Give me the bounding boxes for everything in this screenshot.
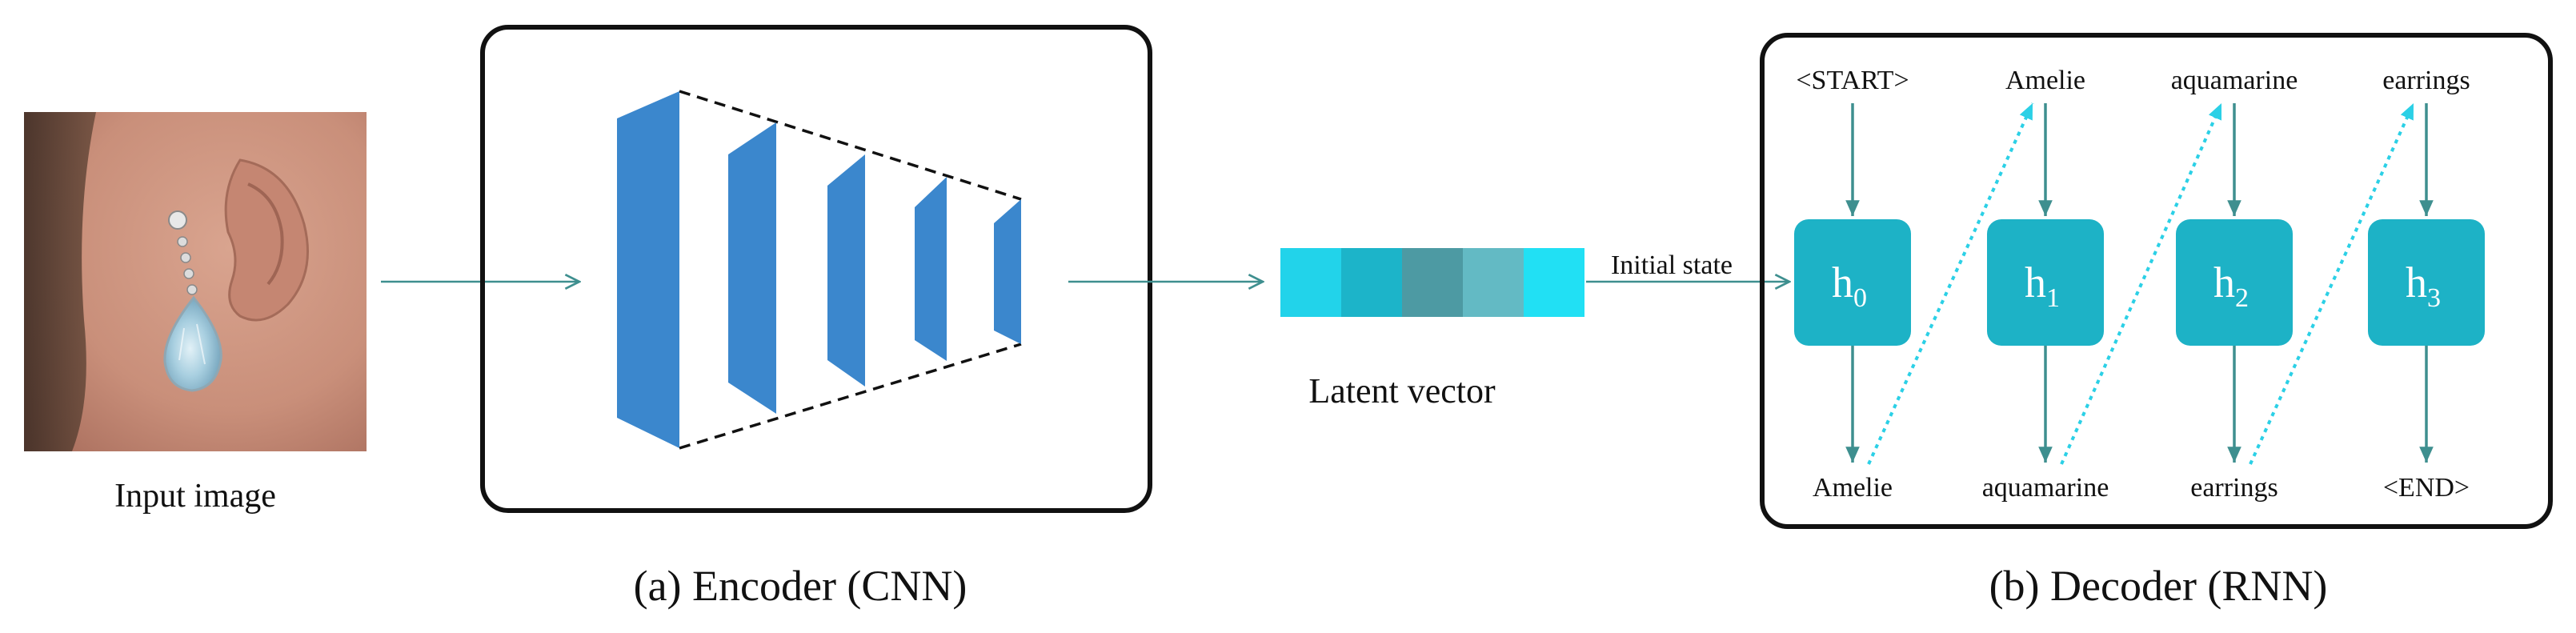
decoder-input-word: aquamarine — [2171, 66, 2298, 95]
decoder-input-word: <START> — [1796, 66, 1909, 95]
decoder-caption: (b) Decoder (RNN) — [1989, 562, 2328, 610]
input-image — [24, 112, 367, 451]
cnn-outline-bottom — [679, 343, 1022, 450]
rnn-state-symbol: h — [2213, 258, 2235, 306]
cnn-layer-4 — [915, 177, 947, 361]
earring-icon — [163, 210, 222, 392]
decoder-output-word: Amelie — [1813, 473, 1893, 503]
rnn-state-symbol: h — [1832, 258, 1853, 306]
rnn-state-cell: h3 — [2368, 219, 2485, 346]
decoder-input-word: earrings — [2382, 66, 2470, 95]
latent-cell — [1463, 248, 1524, 317]
encoder-frame — [480, 25, 1152, 513]
latent-cell — [1524, 248, 1584, 317]
rnn-state-label: h2 — [2213, 258, 2249, 313]
rnn-state-symbol: h — [2406, 258, 2427, 306]
rnn-state-cell: h0 — [1794, 219, 1911, 346]
rnn-state-symbol: h — [2025, 258, 2046, 306]
cnn-layers — [617, 90, 1022, 450]
rnn-state-subscript: 3 — [2427, 283, 2441, 313]
latent-cell — [1402, 248, 1463, 317]
rnn-state-subscript: 0 — [1853, 283, 1867, 313]
feedback-arrow — [2060, 102, 2223, 465]
rnn-state-label: h0 — [1832, 258, 1867, 313]
cnn-outline-top — [679, 90, 1022, 201]
cnn-layer-2 — [728, 122, 776, 414]
rnn-state-label: h3 — [2406, 258, 2441, 313]
cnn-layer-1 — [617, 91, 679, 448]
latent-vector-label: Latent vector — [1308, 371, 1496, 411]
rnn-state-subscript: 1 — [2046, 283, 2060, 313]
rnn-state-cell: h1 — [1987, 219, 2104, 346]
latent-cell — [1341, 248, 1402, 317]
input-image-label: Input image — [114, 478, 276, 515]
latent-cell — [1280, 248, 1341, 317]
latent-vector — [1280, 248, 1584, 317]
decoder-output-word: earrings — [2190, 473, 2278, 503]
decoder-output-word: aquamarine — [1982, 473, 2109, 503]
encoder-caption: (a) Encoder (CNN) — [634, 562, 968, 610]
rnn-state-cell: h2 — [2176, 219, 2293, 346]
ear-shape — [224, 158, 309, 322]
cnn-layer-3 — [827, 154, 865, 387]
decoder-frame — [1760, 33, 2553, 529]
decoder-input-word: Amelie — [2005, 66, 2085, 95]
cnn-layer-5 — [994, 199, 1021, 344]
decoder-rnn: <START>h0AmelieAmelieh1aquamarineaquamar… — [1794, 66, 2485, 503]
decoder-output-word: <END> — [2383, 473, 2470, 503]
rnn-state-subscript: 2 — [2235, 283, 2249, 313]
initial-state-label: Initial state — [1611, 250, 1733, 280]
rnn-state-label: h1 — [2025, 258, 2060, 313]
